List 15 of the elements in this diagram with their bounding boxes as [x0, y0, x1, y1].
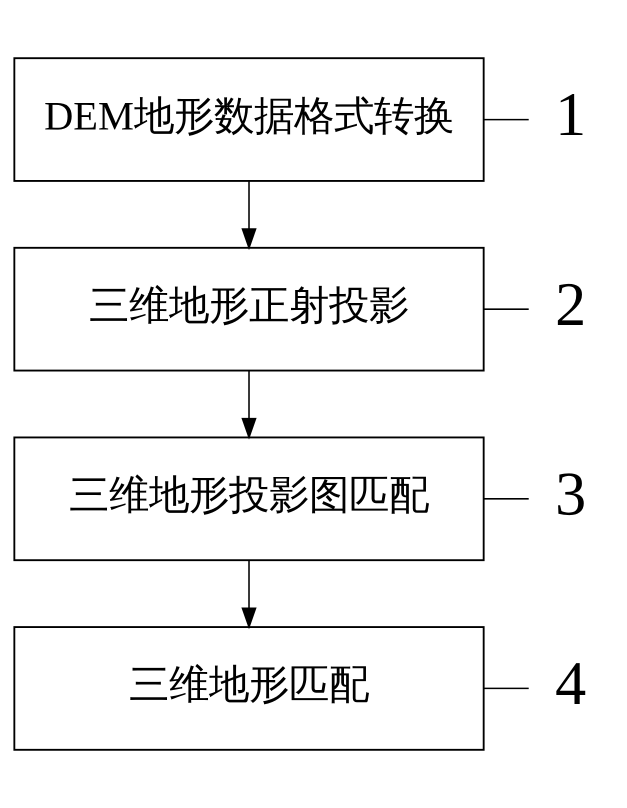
arrow [241, 181, 257, 250]
connector [484, 688, 529, 690]
node-text: 3 [555, 460, 586, 528]
node-text: 4 [555, 650, 586, 718]
connector [484, 308, 529, 310]
arrow [241, 560, 257, 630]
node-box: 三维地形投影图匹配 [13, 436, 485, 562]
arrow [241, 370, 257, 440]
node-box: 三维地形正射投影 [13, 246, 485, 372]
connector [484, 118, 529, 120]
node-text: 1 [555, 81, 586, 150]
connector [484, 498, 529, 500]
node-text: 2 [555, 270, 586, 339]
node-box: 三维地形匹配 [13, 626, 485, 751]
node-box: DEM地形数据格式转换 [13, 57, 485, 182]
